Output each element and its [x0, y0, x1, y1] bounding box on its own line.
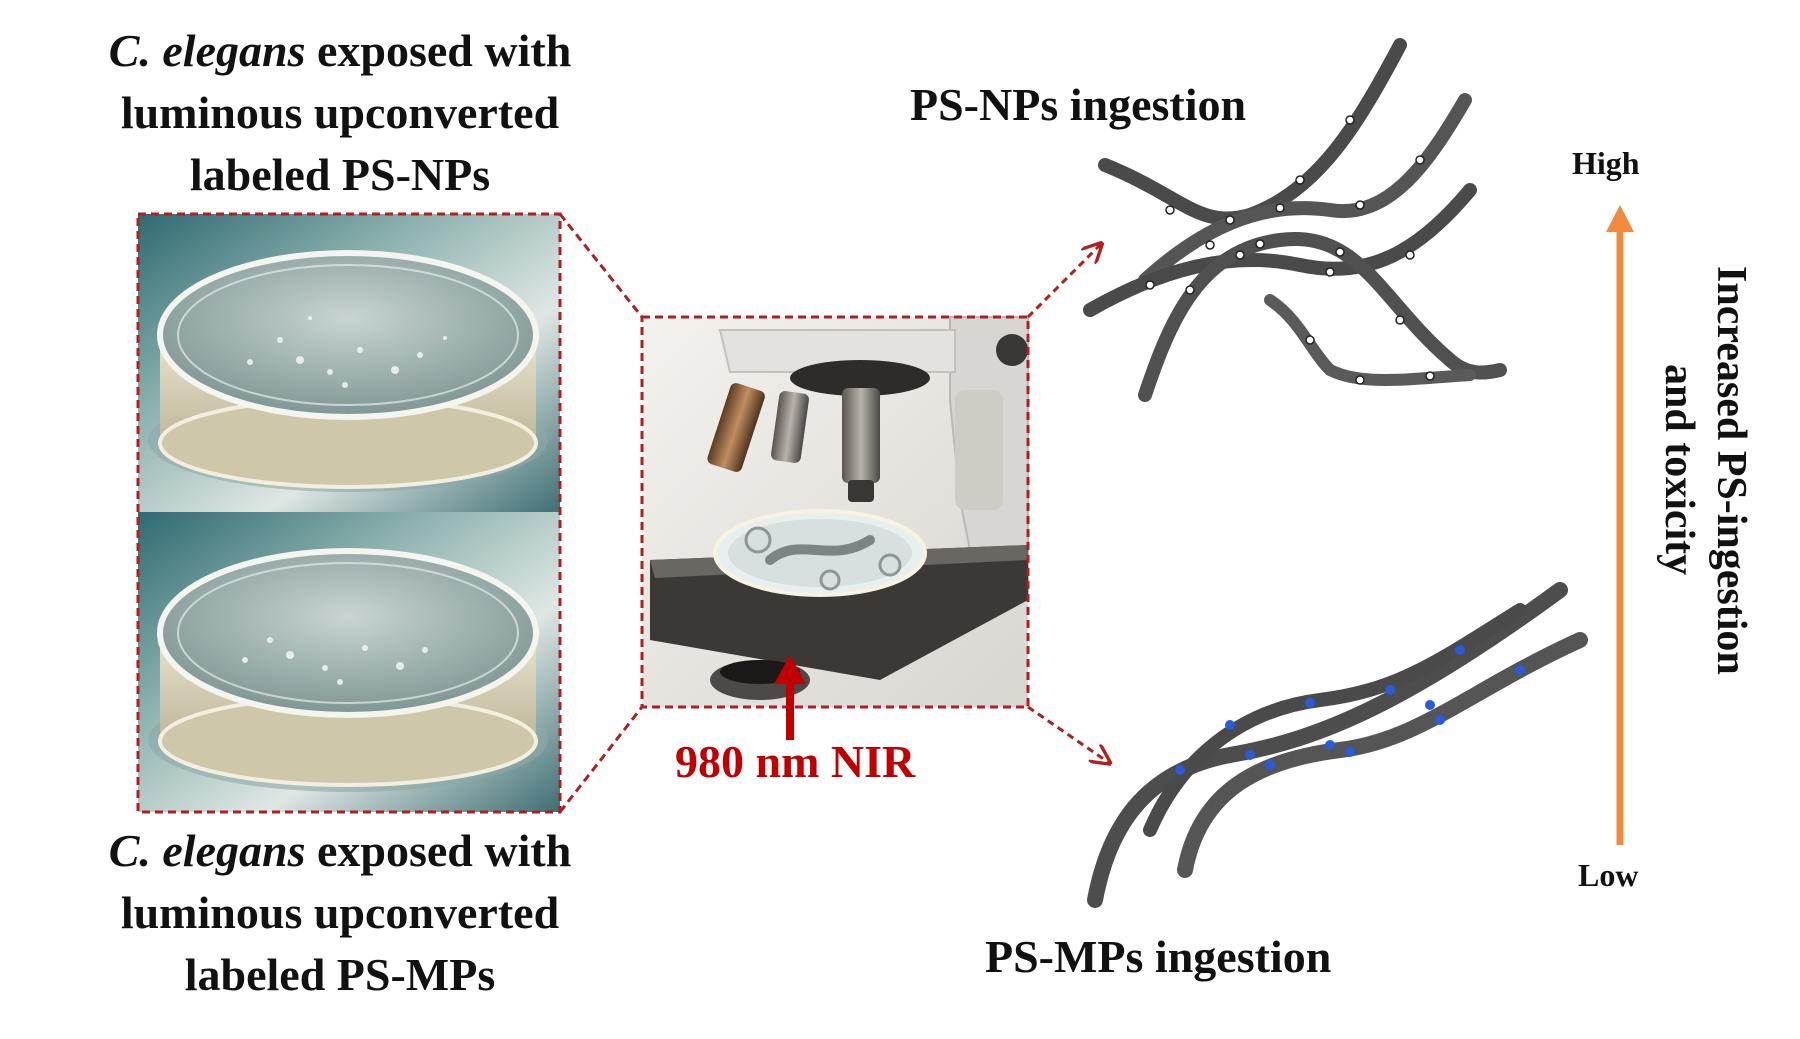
worm-icon [1087, 582, 1588, 908]
species-name: C. elegans [108, 25, 306, 76]
species-name: C. elegans [108, 825, 306, 876]
microscope-icon [642, 316, 1029, 707]
caption-line-1: exposed with [305, 25, 572, 76]
toxicity-label-line-2: and toxicity [1656, 364, 1702, 576]
toxicity-label-line-1: Increased PS-ingestion [1708, 265, 1754, 675]
caption-line-2: luminous upconverted [120, 887, 560, 938]
arrow-to-mps [1027, 705, 1108, 762]
arrow-to-nps [1026, 245, 1100, 319]
nps-ingestion-heading: PS-NPs ingestion [910, 79, 1247, 130]
caption-line-1: exposed with [305, 825, 572, 876]
nir-label: 980 nm NIR [675, 736, 916, 787]
scale-low-label: Low [1578, 857, 1639, 893]
toxicity-axis-label: Increased PS-ingestion and toxicity [1630, 200, 1780, 740]
caption-mps-exposure: C. elegans exposed with luminous upconve… [50, 820, 630, 1006]
zoom-connector [558, 213, 644, 813]
left-panel-frame [136, 212, 562, 814]
microscope-panel-frame [640, 315, 1030, 709]
scale-arrow-icon [1606, 205, 1634, 845]
scale-high-label: High [1572, 145, 1640, 181]
mps-ingestion-heading: PS-MPs ingestion [985, 931, 1332, 982]
nir-arrow-icon [774, 655, 806, 740]
caption-line-2: luminous upconverted [120, 87, 560, 138]
caption-nps-exposure: C. elegans exposed with luminous upconve… [50, 20, 630, 206]
petri-dish-icon [138, 512, 560, 812]
worm-icon [1083, 38, 1507, 402]
petri-dish-icon [138, 214, 560, 512]
caption-line-3: labeled PS-NPs [189, 149, 491, 200]
caption-line-3: labeled PS-MPs [184, 949, 496, 1000]
